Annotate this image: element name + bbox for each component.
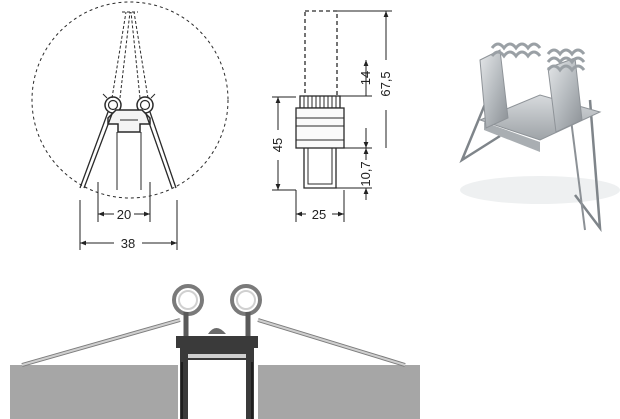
front-dimensions — [79, 182, 178, 250]
ceiling-right — [258, 365, 420, 419]
dim-width: 25 — [312, 207, 326, 222]
side-dimensions — [272, 10, 392, 222]
clip-3d-render — [459, 42, 620, 233]
front-view — [31, 1, 229, 199]
dim-total-height: 67,5 — [378, 71, 393, 96]
upright-legs-dashed — [111, 11, 149, 99]
clip-body — [107, 109, 151, 133]
dim-outer-width: 38 — [121, 236, 135, 251]
dim-inner-width: 20 — [117, 207, 131, 222]
profile-channel — [180, 348, 254, 419]
dim-height: 45 — [270, 138, 285, 152]
upright-wire-dashed — [304, 10, 338, 98]
side-view — [295, 10, 345, 189]
right-spring-leg — [145, 111, 177, 189]
swing-radius-dashed-circle — [31, 1, 229, 199]
clip-body-side — [295, 107, 345, 149]
dim-spring-height: 14 — [358, 71, 373, 85]
installed-section — [10, 284, 420, 419]
profile-head — [176, 336, 258, 348]
left-spring-leg — [79, 111, 113, 189]
dim-bottom: 10,7 — [358, 161, 373, 186]
wire-loop — [303, 148, 337, 189]
ceiling-left — [10, 365, 178, 419]
